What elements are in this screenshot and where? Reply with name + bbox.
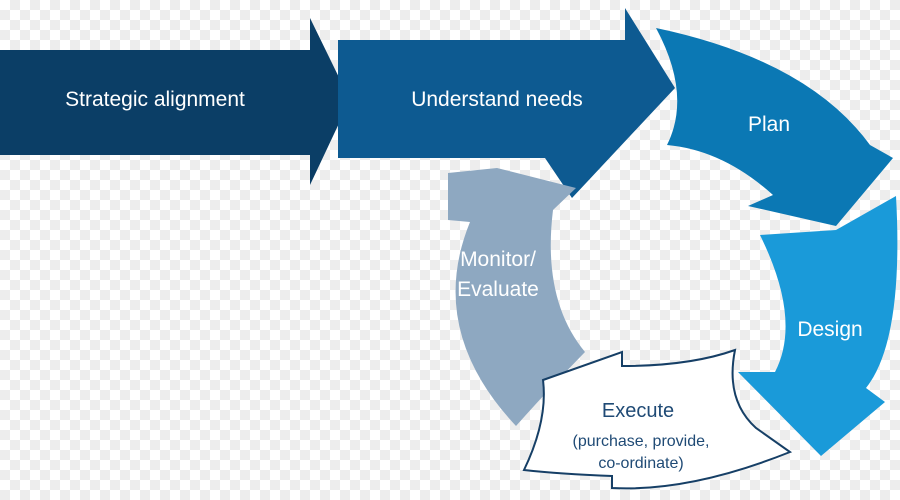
stage-execute: Execute (purchase, provide, co-ordinate)	[522, 348, 793, 490]
execute-arrow	[522, 348, 793, 490]
design-arrow	[738, 196, 898, 456]
plan-label: Plan	[748, 113, 790, 136]
monitor-evaluate-arrow	[448, 168, 585, 426]
understand-needs-arrow	[338, 8, 675, 198]
stage-understand-needs: Understand needs	[338, 8, 675, 198]
stage-plan: Plan	[656, 28, 893, 226]
stage-strategic-alignment: Strategic alignment	[0, 18, 350, 185]
design-label: Design	[797, 318, 862, 341]
understand-needs-label: Understand needs	[411, 88, 583, 111]
plan-arrow	[656, 28, 893, 226]
stage-design: Design	[738, 196, 898, 456]
stage-monitor-evaluate: Monitor/ Evaluate	[448, 168, 585, 426]
strategic-alignment-label: Strategic alignment	[65, 88, 245, 111]
execute-label: Execute	[602, 400, 674, 422]
execute-sub-line1: (purchase, provide,	[573, 433, 710, 450]
monitor-label-line1: Monitor/	[460, 248, 536, 271]
execute-sub-line2: co-ordinate)	[598, 455, 683, 472]
strategic-alignment-arrow	[0, 18, 350, 185]
monitor-label-line2: Evaluate	[457, 278, 539, 301]
